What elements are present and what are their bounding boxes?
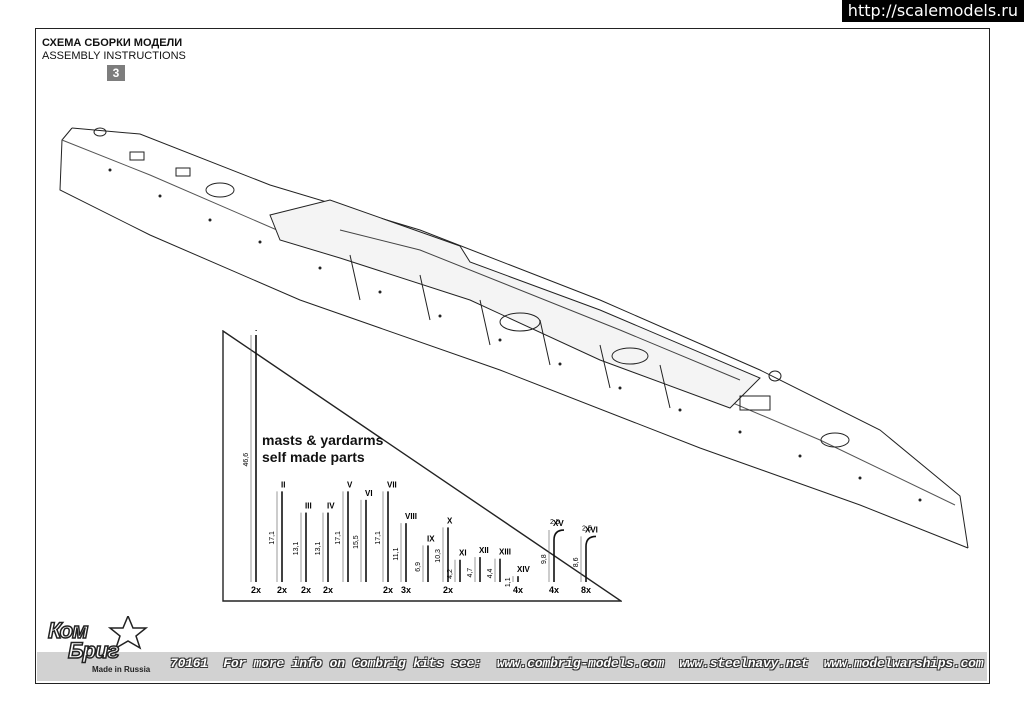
link-combrig[interactable]: www.combrig-models.com [496, 656, 665, 671]
part-viii-label: VIII [405, 512, 417, 521]
part-xi-length: 4,2 [447, 569, 454, 579]
part-viii-qty: 3x [401, 585, 411, 595]
part-iv-label: IV [327, 502, 335, 511]
logo-line2: Бриг [67, 637, 120, 664]
title-russian: СХЕМА СБОРКИ МОДЕЛИ [42, 37, 183, 49]
part-iii-qty: 2x [301, 585, 311, 595]
part-xiv-label: XIV [517, 565, 531, 574]
part-xii-label: XII [479, 546, 489, 555]
part-v-label: V [347, 480, 353, 489]
part-xii-length: 4,7 [467, 568, 474, 578]
part-xv-label: XV [553, 519, 564, 528]
part-vii-qty: 2x [383, 585, 393, 595]
part-iv-length: 13,1 [315, 542, 322, 556]
part-x-length: 10,3 [435, 549, 442, 563]
logo-tagline: Made in Russia [92, 665, 151, 674]
part-iii-length: 13,1 [293, 542, 300, 556]
part-xiv-qty: 4x [513, 585, 523, 595]
part-ii-qty: 2x [277, 585, 287, 595]
part-xiv-length: 1,1 [505, 577, 512, 587]
part-xvi-qty: 8x [581, 585, 591, 595]
part-vii-length: 17,1 [375, 531, 382, 545]
part-xiii-label: XIII [499, 548, 511, 557]
watermark-url[interactable]: http://scalemodels.ru [841, 0, 1024, 22]
part-i-label: I [255, 330, 257, 333]
part-x-qty: 2x [443, 585, 453, 595]
part-viii-length: 11,1 [393, 547, 400, 560]
step-number-badge: 3 [107, 65, 125, 81]
part-vi-length: 15,5 [353, 535, 360, 549]
link-modelwarships[interactable]: www.modelwarships.com [823, 656, 984, 671]
link-steelnavy[interactable]: www.steelnavy.net [679, 656, 809, 671]
logo-line1: Ком [47, 617, 89, 644]
part-xiii-length: 4,4 [487, 569, 494, 579]
kit-code: 70161 [170, 656, 209, 671]
parts-panel [222, 330, 622, 602]
combrig-logo [107, 616, 149, 650]
part-ii-length: 17,1 [269, 531, 276, 545]
part-ii-label: II [281, 480, 285, 489]
footer-info-text: For more info on Combrig kits see: [223, 656, 482, 671]
part-vi-label: VI [365, 489, 373, 498]
part-v-length: 17,1 [335, 531, 342, 545]
part-xv-length: 9,8 [541, 554, 548, 564]
part-x-label: X [447, 516, 453, 525]
part-ix-length: 6,9 [415, 562, 422, 572]
footer-bar [37, 652, 987, 681]
part-i-length: 46,6 [243, 453, 250, 467]
part-vii-label: VII [387, 480, 397, 489]
part-iii-label: III [305, 502, 312, 511]
footer-text: 70161 For more info on Combrig kits see:… [170, 656, 984, 671]
part-xv-width: 2,5 [550, 519, 560, 526]
panel-title-line2: self made parts [262, 449, 365, 465]
part-xv-qty: 4x [549, 585, 559, 595]
part-ix-label: IX [427, 534, 435, 543]
part-xi-label: XI [459, 549, 467, 558]
part-xvi-label: XVI [585, 525, 598, 534]
star-icon [107, 616, 149, 650]
parts-drawings: I 46,6 2x II 17,1 2x III 13,1 2x IV 13,1 2x V 17,1 VI 1… [243, 330, 598, 595]
part-xvi-length: 8,6 [573, 557, 580, 567]
part-xvi-width: 2,5 [582, 525, 592, 532]
part-iv-qty: 2x [323, 585, 333, 595]
sheet-header: СХЕМА СБОРКИ МОДЕЛИ ASSEMBLY INSTRUCTION… [42, 37, 186, 63]
part-xv-rod [553, 529, 565, 582]
panel-title-line1: masts & yardarms [262, 432, 384, 448]
part-i-qty: 2x [251, 585, 261, 595]
parts-panel-title: masts & yardarms self made parts [262, 432, 383, 466]
title-english: ASSEMBLY INSTRUCTIONS [42, 50, 186, 62]
part-xvi-rod [585, 535, 597, 582]
instruction-sheet-frame [35, 28, 990, 684]
